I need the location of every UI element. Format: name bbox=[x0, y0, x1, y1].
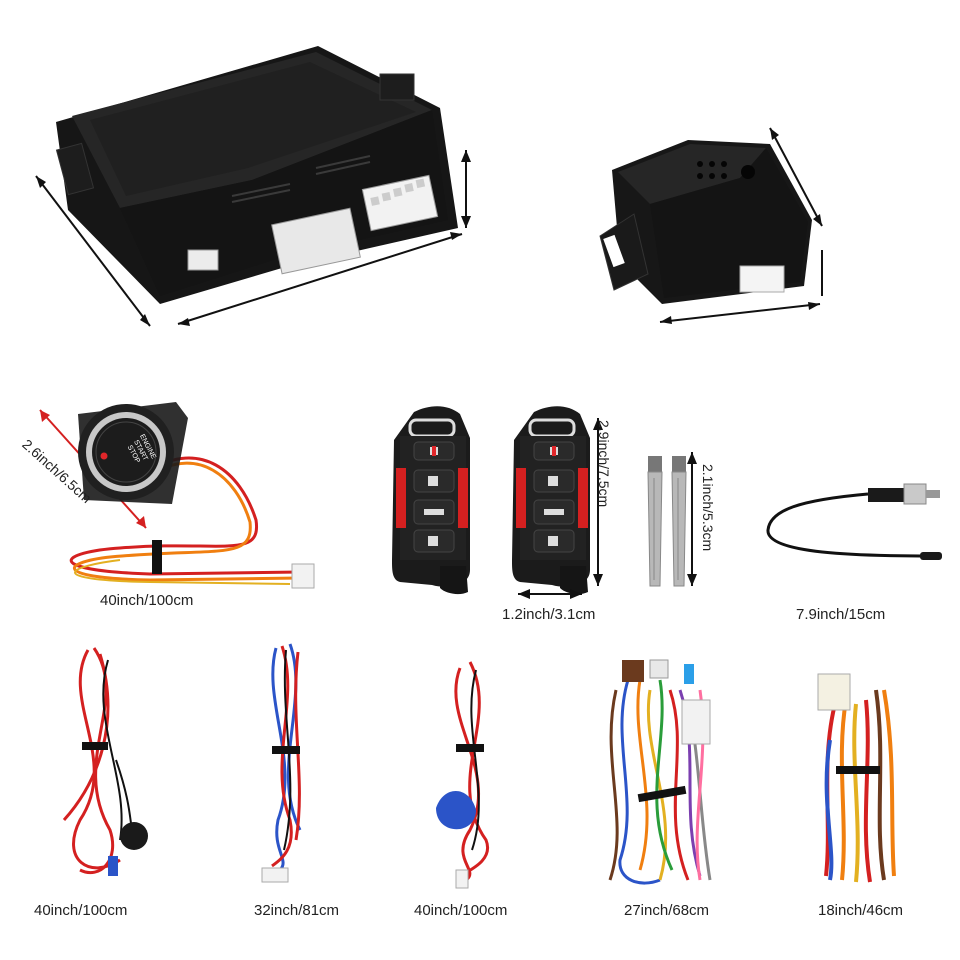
harness-5-length-label: 18inch/46cm bbox=[818, 902, 904, 919]
harness-3-length-label: 40inch/100cm bbox=[414, 902, 508, 919]
harness-2-length-label: 32inch/81cm bbox=[254, 902, 340, 919]
sensor-dimension-arrows bbox=[659, 127, 823, 323]
key-blade-1 bbox=[647, 456, 663, 587]
key-blade-2 bbox=[671, 456, 687, 587]
sensor-cable-length-label: 7.9inch/15cm bbox=[796, 606, 886, 623]
remote-fob-2 bbox=[512, 406, 590, 595]
remote-width-label: 1.2inch/3.1cm bbox=[502, 606, 596, 623]
harness-4-length-label: 27inch/68cm bbox=[624, 902, 710, 919]
main-box-dimension-arrows bbox=[35, 150, 467, 327]
button-cable-length-label: 40inch/100cm bbox=[100, 592, 194, 609]
harness-1-length-label: 40inch/100cm bbox=[34, 902, 128, 919]
remote-fob-1 bbox=[392, 406, 470, 595]
